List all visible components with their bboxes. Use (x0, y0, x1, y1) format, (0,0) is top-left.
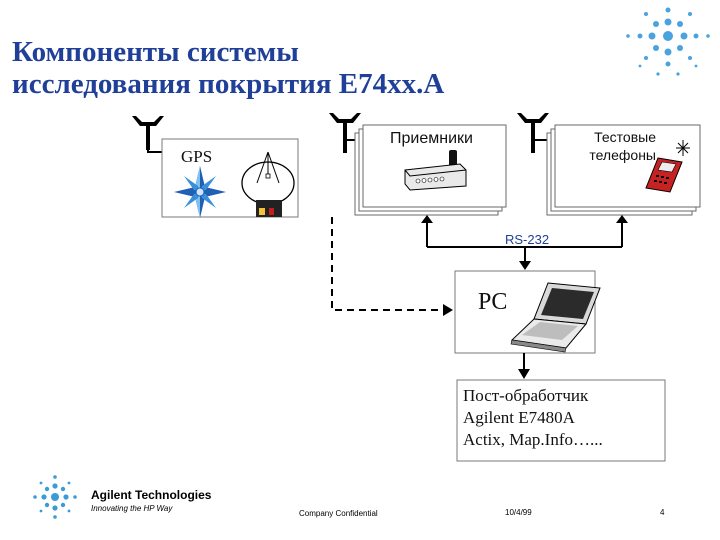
postprocessor-line2: Agilent E7480A (463, 408, 575, 427)
postprocessor-line1: Пост-обработчик (463, 386, 589, 405)
title-line-2: исследования покрытия E74xx.A (12, 68, 445, 100)
company-tagline: Innovating the HP Way (91, 504, 173, 513)
agilent-logo-icon (33, 475, 77, 519)
postprocessor-line3: Actix, Map.Info…... (463, 430, 603, 449)
slide-date: 10/4/99 (505, 508, 532, 517)
phones-label-line2: телефоны (589, 147, 656, 163)
postprocessor-box (456, 379, 666, 462)
rs232-label: RS-232 (505, 232, 550, 247)
rs232-connector (421, 215, 628, 270)
satellite-dish-icon (241, 151, 295, 217)
antenna-icon (517, 113, 549, 153)
postprocessor-text: Пост-обработчик Agilent E7480A Actix, Ma… (463, 385, 603, 451)
page-number: 4 (660, 508, 665, 517)
receivers-label: Приемники (390, 130, 473, 147)
antenna-icon (132, 116, 164, 150)
phones-stack (546, 124, 701, 216)
laptop-icon (510, 282, 601, 353)
phones-label-line1: Тестовые (594, 129, 656, 145)
compass-star-icon (174, 166, 226, 218)
company-name: Agilent Technologies (91, 488, 212, 502)
receiver-icon (404, 150, 467, 191)
confidential-notice: Company Confidential (299, 509, 378, 518)
gps-label: GPS (181, 147, 213, 166)
pc-to-postprocessor-arrow (518, 353, 530, 379)
gps-link (331, 217, 453, 316)
title-line-1: Компоненты системы (12, 36, 299, 68)
antenna-icon (329, 113, 361, 153)
slide-title: Компоненты системы исследования покрытия… (12, 36, 612, 100)
mobile-phone-icon (645, 140, 690, 193)
pc-label: PC (478, 289, 508, 315)
phones-label: Тестовые телефоны (578, 128, 656, 164)
